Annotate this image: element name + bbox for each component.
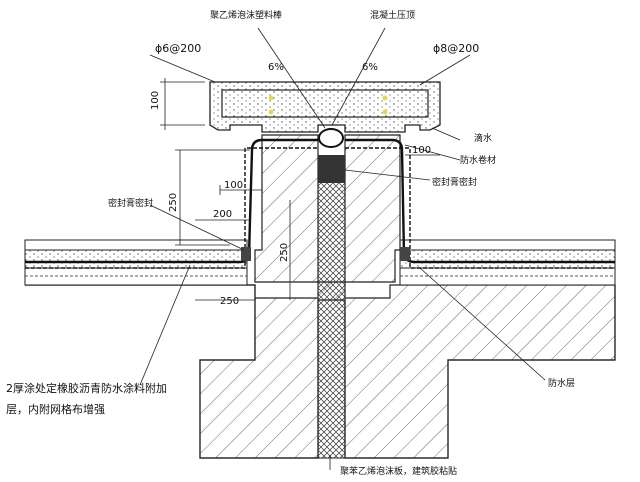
label-coating-note-2: 层，内附网格布增强 (6, 402, 105, 416)
label-waterproof-layer: 防水层 (548, 377, 575, 389)
label-slope-right: 6% (362, 62, 378, 73)
dim-vert-250-left: 250 (168, 193, 179, 212)
waterproof-membrane (25, 138, 615, 269)
roof-layers-left (24, 239, 248, 286)
label-sealant-right: 密封膏密封 (432, 176, 477, 188)
foam-rod (318, 128, 344, 148)
leader-lines (139, 27, 546, 470)
upstand-left (254, 134, 319, 283)
dim-right-100: 100 (412, 145, 431, 156)
label-slope-left: 6% (268, 62, 284, 73)
sealant-block-right (400, 247, 410, 261)
dim-cap-height: 100 (150, 91, 161, 110)
label-foam-rod: 聚乙烯泡沫塑料棒 (210, 9, 282, 21)
foam-rod-block (318, 155, 345, 183)
label-membrane: 防水卷材 (460, 154, 496, 166)
dim-horiz-250: 250 (220, 296, 239, 307)
label-sealant-left: 密封膏密封 (108, 197, 153, 209)
label-drip: 滴水 (474, 132, 492, 144)
polystyrene-board (317, 159, 346, 459)
label-rebar-right: ϕ8@200 (433, 42, 479, 55)
sealant-block-left (241, 247, 251, 261)
label-rebar-left: ϕ6@200 (155, 42, 201, 55)
dim-vert-250-center: 250 (279, 243, 290, 262)
dim-horiz-200: 200 (213, 209, 232, 220)
label-coating-note-1: 2厚涂处定橡胶沥青防水涂料附加 (6, 381, 167, 395)
concrete-coping (209, 81, 441, 133)
dimension-lines (160, 78, 440, 301)
dim-left-100: 100 (224, 180, 243, 191)
label-polystyrene-board: 聚苯乙烯泡沫板，建筑胶粘贴 (340, 465, 457, 477)
label-coping: 混凝土压顶 (370, 9, 415, 21)
upstand-right (344, 134, 401, 283)
